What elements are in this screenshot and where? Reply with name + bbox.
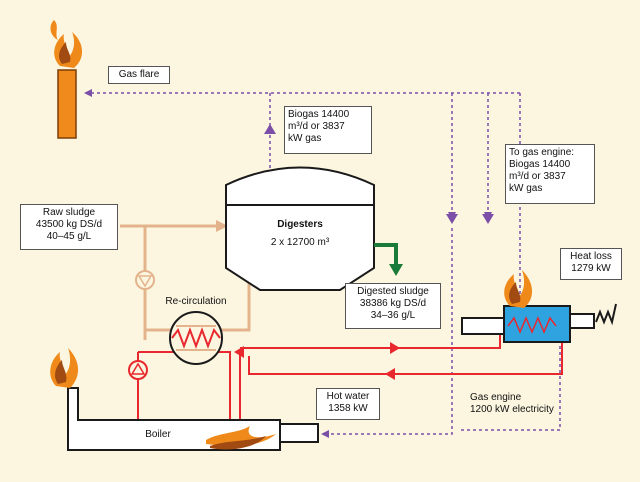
biogas-down-arrow-1 xyxy=(446,214,458,224)
digester-tank xyxy=(225,166,375,291)
engine-shaft xyxy=(461,317,507,335)
hot-water-arrow-2 xyxy=(390,342,400,354)
flame-icon xyxy=(50,20,83,68)
heat-loss-label: Heat loss 1279 kW xyxy=(560,248,622,280)
biogas-up-arrow xyxy=(264,124,276,134)
gas-engine-label: Gas engine 1200 kW electricity xyxy=(470,392,554,415)
hot-water-arrow-3 xyxy=(385,368,395,380)
engine-heat-coil xyxy=(507,316,557,334)
flame-icon xyxy=(206,426,276,450)
digested-sludge-line xyxy=(374,243,398,266)
digesters-title: Digesters xyxy=(277,219,323,230)
gas-flare-label: Gas flare xyxy=(108,66,170,84)
recirculation-label: Re-circulation xyxy=(154,296,238,308)
biogas-lines xyxy=(84,89,561,438)
gas-engine-body xyxy=(503,305,571,343)
boiler-burner xyxy=(279,423,319,443)
digested-sludge-arrow xyxy=(389,264,403,276)
pump-icon xyxy=(135,270,155,290)
heat-exchanger-icon xyxy=(169,311,223,365)
hot-water-label: Hot water 1358 kW xyxy=(316,388,380,420)
engine-exhaust-pipe xyxy=(569,313,595,329)
boiler-label: Boiler xyxy=(145,429,171,440)
sludge-arrow xyxy=(216,220,228,232)
digesters-size: 2 x 12700 m³ xyxy=(270,237,330,248)
exhaust-icon xyxy=(595,303,617,326)
biogas-output-label: Biogas 14400 m³/d or 3837 kW gas xyxy=(284,106,372,154)
to-gas-engine-label: To gas engine: Biogas 14400 m³/d or 3837… xyxy=(505,144,595,204)
hot-water-arrow-1 xyxy=(234,346,244,358)
digested-sludge-label: Digested sludge 38386 kg DS/d 34–36 g/L xyxy=(345,283,441,329)
gas-flare-stack xyxy=(57,69,77,139)
raw-sludge-label: Raw sludge 43500 kg DS/d 40–45 g/L xyxy=(20,204,118,250)
pump-icon xyxy=(128,360,148,380)
flame-icon xyxy=(50,348,79,388)
flame-icon xyxy=(504,270,533,308)
biogas-down-arrow-2 xyxy=(482,214,494,224)
